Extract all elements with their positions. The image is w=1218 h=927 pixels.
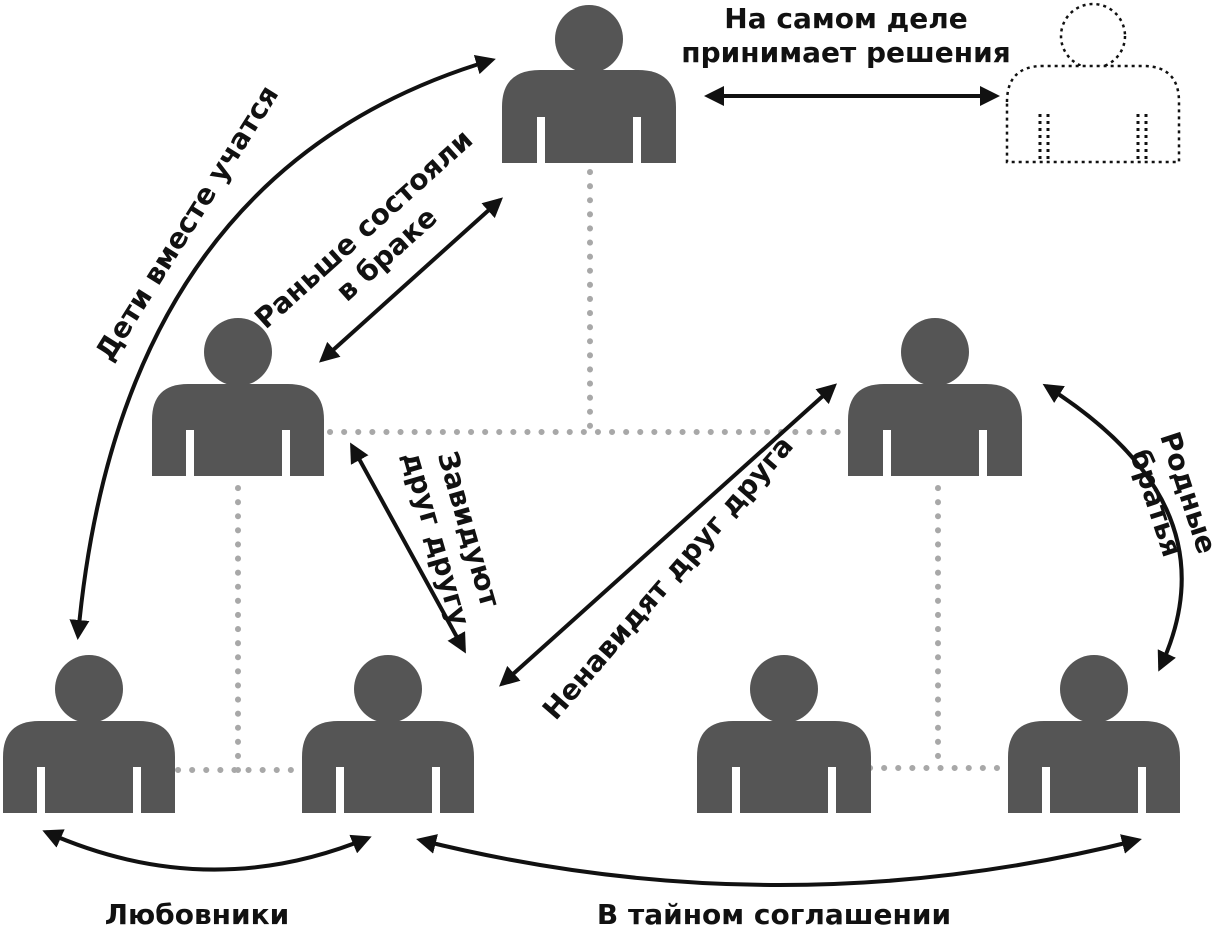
arrow-envy: [350, 442, 466, 654]
label-secret-deal: В тайном соглашении: [597, 898, 951, 927]
arrow-lovers: [42, 829, 372, 872]
person-icon: [1008, 655, 1180, 813]
label-formerly-married: Раньше состояли в браке: [248, 123, 479, 336]
label-real-decision: На самом деле принимает решения: [681, 2, 1010, 69]
label-real-decision-line1: На самом деле: [724, 2, 967, 35]
person-icon: [697, 655, 871, 813]
label-envy: Завидуют друг другу: [396, 448, 507, 630]
arrow-secret-deal: [416, 834, 1142, 887]
person-icon: [3, 655, 175, 813]
arrow-kids-study: [69, 54, 496, 640]
label-lovers: Любовники: [105, 898, 290, 927]
arrow-hate: [499, 383, 837, 687]
label-formerly-married-line1: Раньше состояли: [248, 123, 479, 336]
person-icon: [848, 318, 1022, 476]
person-icon: [152, 318, 324, 476]
label-brothers: Родные братья: [1123, 428, 1218, 561]
label-real-decision-line2: принимает решения: [681, 36, 1010, 69]
person-icon: [302, 655, 474, 813]
dotted-person-icon: [1005, 2, 1181, 164]
arrow-formerly-married: [319, 197, 503, 363]
relationship-arrows: [42, 54, 1184, 887]
person-icon: [502, 5, 676, 163]
arrow-brothers: [1042, 383, 1184, 672]
